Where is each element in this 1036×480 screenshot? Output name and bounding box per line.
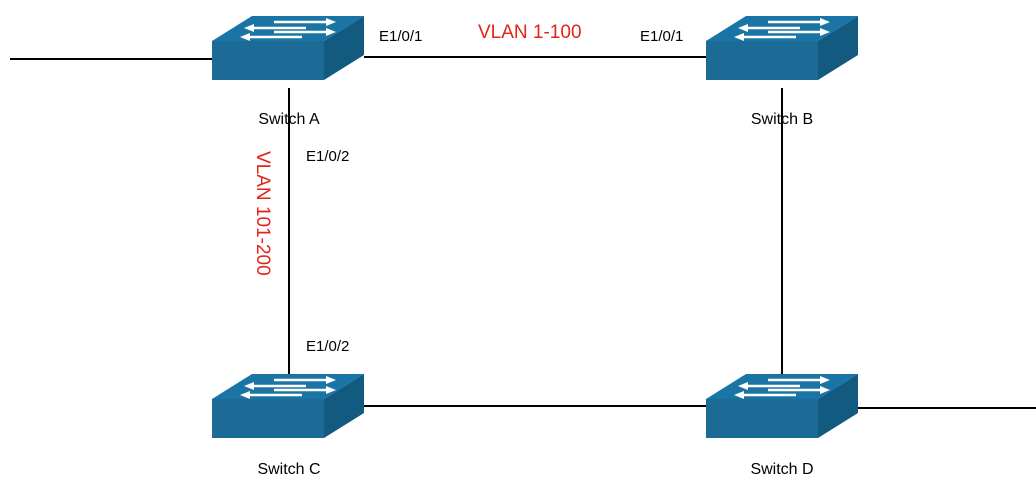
switch-a-label: Switch A <box>258 111 320 128</box>
switch-a-icon[interactable] <box>210 14 366 82</box>
switch-c-icon[interactable] <box>210 372 366 440</box>
switch-c-label: Switch C <box>257 461 320 478</box>
vlan-label-a-c: VLAN 101-200 <box>252 151 273 276</box>
port-label-a-to-b: E1/0/1 <box>379 28 422 45</box>
port-label-b-to-a: E1/0/1 <box>640 28 683 45</box>
switch-d-label: Switch D <box>750 461 813 478</box>
vlan-label-a-b: VLAN 1-100 <box>478 22 582 43</box>
switch-b-label: Switch B <box>751 111 813 128</box>
port-label-a-to-c: E1/0/2 <box>306 148 349 165</box>
port-label-c-to-a: E1/0/2 <box>306 338 349 355</box>
switch-b-icon[interactable] <box>704 14 860 82</box>
switch-d-icon[interactable] <box>704 372 860 440</box>
